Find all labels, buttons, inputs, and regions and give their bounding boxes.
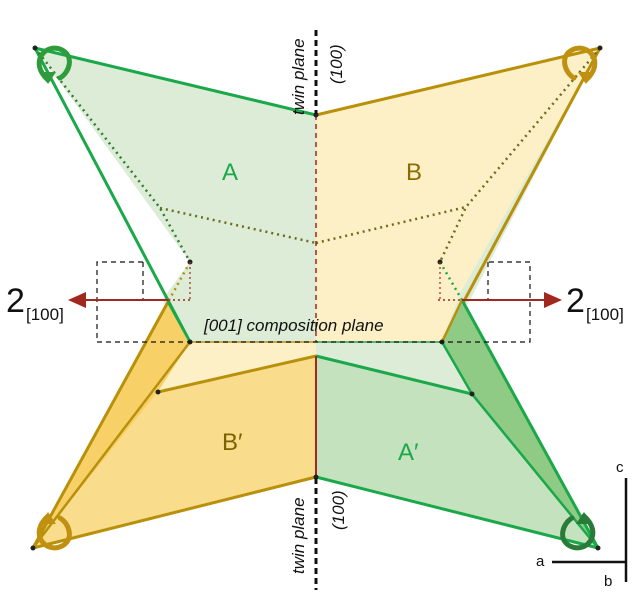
twin-plane-top-label: twin plane (289, 38, 308, 115)
edge-b-prime-outer (31, 301, 170, 549)
edge-a-prime-outer (460, 299, 600, 549)
rotation-arrow-icon-bottom-left (36, 512, 72, 551)
dotted-edge-b-mid (315, 205, 467, 245)
face-b (316, 48, 600, 342)
face-a-prime-sliver (442, 300, 598, 548)
axes-indicator (552, 478, 628, 582)
face-b-prime (33, 356, 316, 548)
face-b-prime-label: B′ (222, 429, 243, 456)
face-a-prime-top (316, 342, 472, 394)
edge-b-prime-top (157, 354, 317, 394)
edge-b-outer (440, 47, 602, 343)
twin-plane-bottom-index: (100) (329, 490, 348, 530)
edge-a-prime-top (315, 354, 473, 396)
twofold-left-symbol: 2 (6, 282, 25, 320)
dotted-edge-b-low (438, 261, 464, 301)
edge-a-outer (33, 47, 192, 343)
dotted-edge-a-low (166, 261, 192, 303)
dotted-edge-a-mid (159, 206, 317, 245)
twofold-left-index: [100] (26, 305, 64, 324)
axis-b-label: b (604, 573, 612, 590)
rotation-arrow-icon-top-left (36, 45, 72, 84)
face-a-prime-label: A′ (398, 439, 419, 466)
axis-a-label: a (536, 553, 545, 570)
twofold-right-index: [100] (586, 305, 624, 324)
composition-plane-outline (96, 261, 531, 343)
face-a-prime (316, 356, 598, 548)
rotation-arrow-icon-top-right (562, 45, 598, 84)
edge-b-prime-inner (32, 341, 191, 549)
face-b-prime-top (158, 342, 316, 392)
edge-right-notch (440, 299, 464, 343)
face-a (35, 48, 316, 342)
twofold-right-symbol: 2 (566, 282, 585, 320)
axis-c-label: c (616, 459, 624, 476)
edge-left-notch (166, 301, 192, 343)
face-b-prime-sliver (33, 302, 190, 548)
composition-plane-label: [001] composition plane (203, 316, 384, 335)
edge-a-prime-bottom (315, 475, 599, 550)
twin-plane-top-index: (100) (327, 44, 346, 84)
twin-plane-bottom-label: twin plane (289, 497, 308, 574)
face-a-label: A (222, 159, 238, 186)
edge-a-top (34, 46, 317, 117)
face-b-label: B (406, 159, 422, 186)
dotted-edge-a (34, 47, 192, 263)
edge-b-prime-bottom (32, 475, 317, 550)
edge-b-top (315, 46, 601, 117)
rotation-arrow-icon-bottom-right (560, 512, 596, 551)
